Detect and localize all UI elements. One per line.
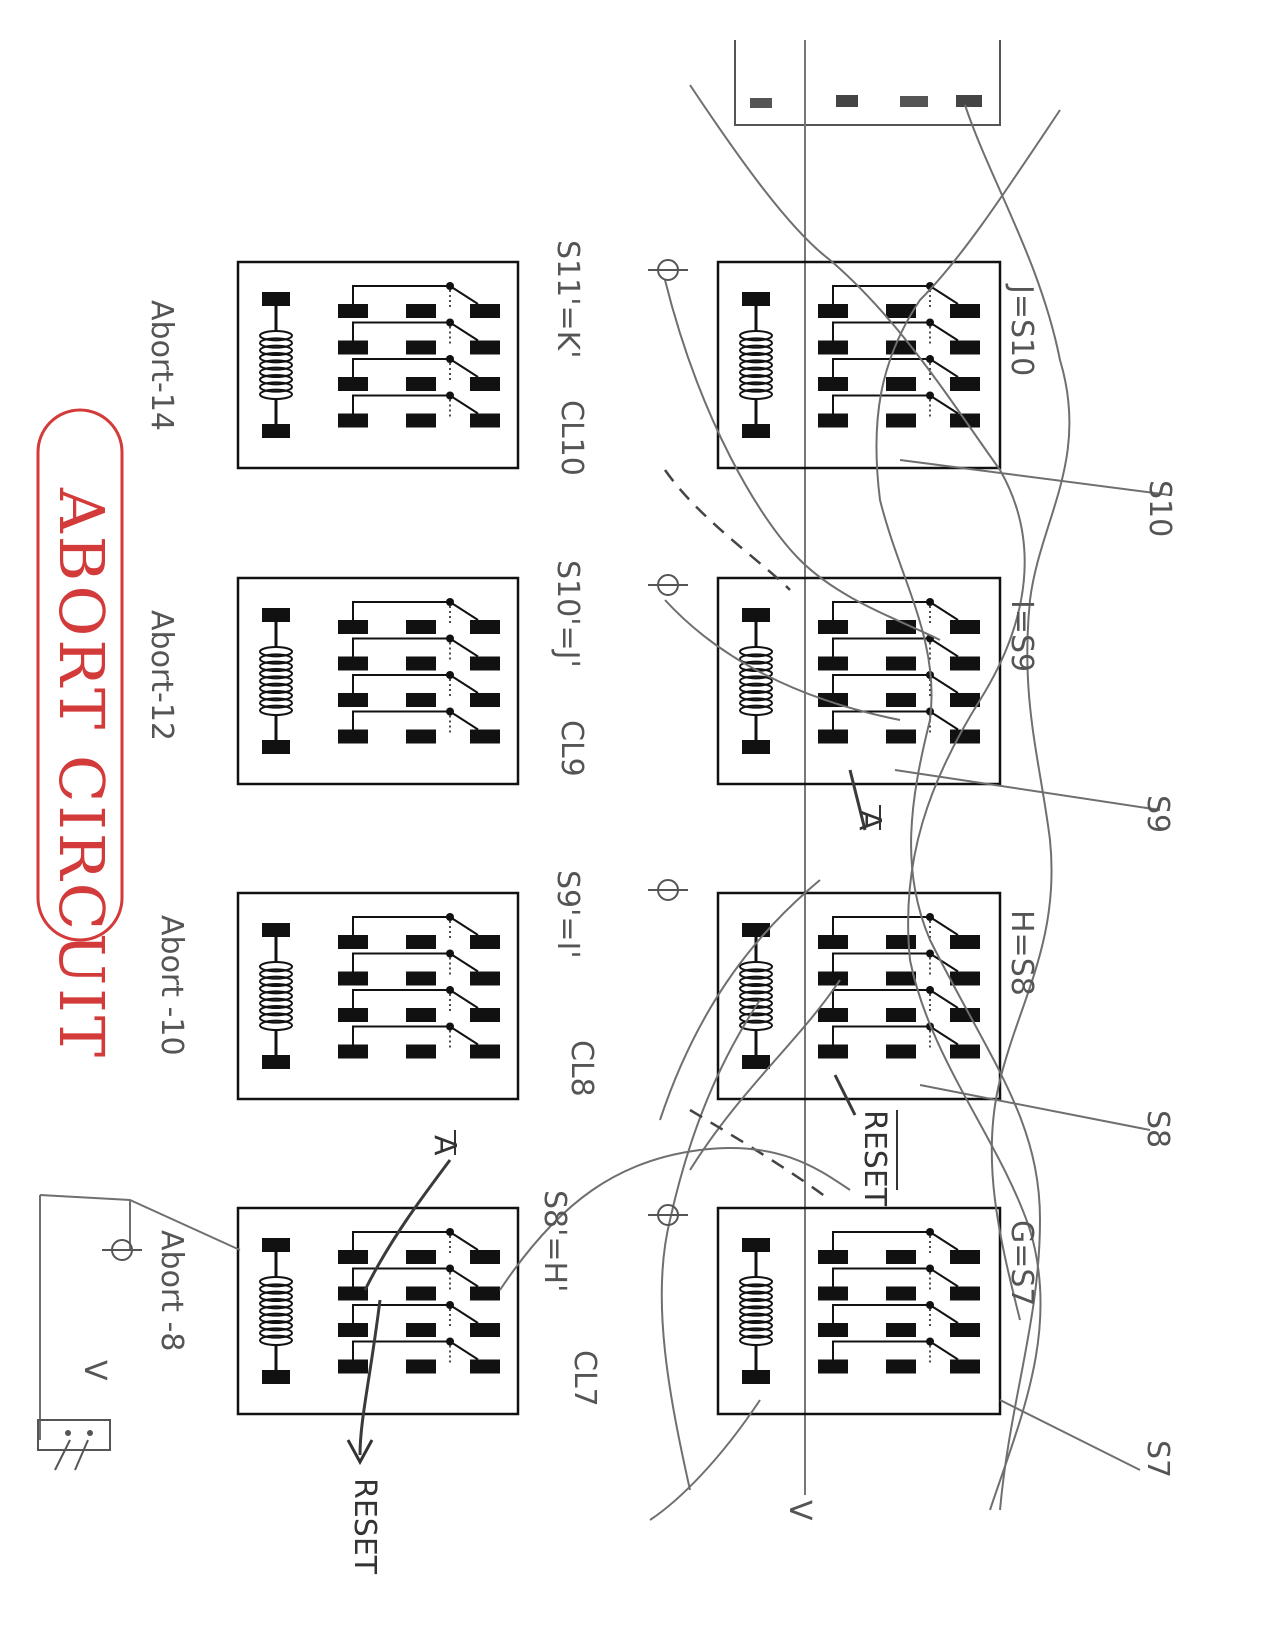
relay-h <box>716 891 1002 1101</box>
pencil-wires <box>39 84 1171 1521</box>
relay-column-bottom <box>236 260 520 1416</box>
switch-contact-icon <box>818 671 980 707</box>
terminal-box <box>37 1419 111 1471</box>
switch-contact-icon <box>338 913 500 949</box>
clock-label-1: CL10 <box>554 400 589 476</box>
relay-i <box>716 576 1002 786</box>
output-label-2: S9 <box>1140 795 1175 833</box>
switch-contact-icon <box>818 1228 980 1264</box>
abar-label-2: A <box>427 1135 462 1156</box>
switch-contact-icon <box>338 707 500 744</box>
switch-contact-icon <box>818 707 980 744</box>
coil-icon <box>259 923 293 1069</box>
clock-label-3: CL8 <box>564 1040 599 1097</box>
switch-contact-icon <box>338 1022 500 1059</box>
switch-contact-icon <box>338 1228 500 1264</box>
input-label-1: S11'=K' <box>550 240 585 359</box>
switch-contact-icon <box>338 1337 500 1374</box>
switch-contact-icon <box>338 949 500 986</box>
relay-j <box>716 260 1002 470</box>
relay-label-g: G=S7 <box>1004 1220 1039 1307</box>
relay-abort-14 <box>236 260 520 470</box>
output-label-1: S10 <box>1142 480 1177 537</box>
switch-contact-icon <box>338 1301 500 1337</box>
relay-labels-bottom: Abort-14 Abort-12 Abort -10 Abort -8 <box>144 300 189 1351</box>
relay-outline <box>716 1206 1002 1416</box>
relay-label-abort-12: Abort-12 <box>144 610 179 741</box>
relay-outline <box>236 260 520 470</box>
diagram-title: ABORT CIRCUIT <box>45 487 118 1060</box>
connector-block <box>734 40 1001 126</box>
coil-icon <box>259 292 293 438</box>
relay-label-j: J=S10 <box>1004 283 1039 376</box>
reset-label-2: RESET <box>347 1478 382 1575</box>
switch-contact-icon <box>338 355 500 391</box>
switch-contact-icon <box>338 282 500 318</box>
relay-abort-12 <box>236 576 520 786</box>
switch-contact-icon <box>818 634 980 671</box>
reset-label-1: RESET <box>857 1110 892 1207</box>
switch-contact-icon <box>818 355 980 391</box>
switch-contact-icon <box>338 318 500 355</box>
relay-label-abort-10: Abort -10 <box>154 915 189 1056</box>
input-label-2: S10'=J' <box>550 560 585 668</box>
clock-label-2: CL9 <box>554 720 589 777</box>
coil-icon <box>739 1238 773 1384</box>
relay-outline <box>236 576 520 786</box>
switch-contact-icon <box>338 986 500 1022</box>
title-block: ABORT CIRCUIT <box>36 408 124 1060</box>
abar-labels: A A <box>427 805 887 1156</box>
switch-contact-icon <box>818 949 980 986</box>
reset-labels: RESET RESET <box>347 1110 898 1575</box>
switch-contact-icon <box>818 282 980 318</box>
switch-contact-icon <box>818 1022 980 1059</box>
relay-labels-top: J=S10 I=S9 H=S8 G=S7 <box>1004 283 1039 1307</box>
switch-contact-icon <box>818 391 980 428</box>
coil-icon <box>259 608 293 754</box>
switch-contact-icon <box>818 1337 980 1374</box>
input-labels: S11'=K' S10'=J' S9'=I' S8'=H' <box>537 240 585 1292</box>
relay-label-i: I=S9 <box>1004 600 1039 672</box>
switch-contact-icon <box>338 391 500 428</box>
relay-column-top <box>716 260 1002 1416</box>
output-label-3: S8 <box>1140 1110 1175 1148</box>
output-label-4: S7 <box>1140 1440 1175 1478</box>
relay-label-abort-8: Abort -8 <box>154 1230 189 1351</box>
relay-abort-8 <box>236 1206 520 1416</box>
switch-contact-icon <box>338 634 500 671</box>
dashed-wires <box>663 469 831 1202</box>
relay-abort-10 <box>236 891 520 1101</box>
relay-outline <box>716 576 1002 786</box>
switch-contact-icon <box>338 671 500 707</box>
relay-outline <box>716 260 1002 470</box>
coil-icon <box>259 1238 293 1384</box>
v-label-1: V <box>782 1500 817 1521</box>
relay-outline <box>236 891 520 1101</box>
coil-icon <box>739 292 773 438</box>
switch-contact-icon <box>818 913 980 949</box>
switch-contact-icon <box>338 1264 500 1301</box>
relay-outline <box>236 1206 520 1416</box>
relay-label-abort-14: Abort-14 <box>144 300 179 431</box>
output-labels: S10 S9 S8 S7 <box>1140 480 1177 1478</box>
switch-contact-icon <box>818 598 980 634</box>
clock-labels: CL10 CL9 CL8 CL7 <box>554 400 602 1407</box>
input-label-3: S9'=I' <box>550 870 585 959</box>
v-labels: V V <box>77 1360 817 1521</box>
switch-contact-icon <box>818 1264 980 1301</box>
v-label-2: V <box>77 1360 112 1381</box>
ground-symbols <box>102 259 688 1261</box>
switch-contact-icon <box>818 1301 980 1337</box>
relay-label-h: H=S8 <box>1004 910 1039 996</box>
coil-icon <box>739 923 773 1069</box>
coil-icon <box>739 608 773 754</box>
abar-label-1: A <box>852 810 887 831</box>
clock-label-4: CL7 <box>567 1350 602 1407</box>
abort-wires <box>346 769 867 1466</box>
input-label-4: S8'=H' <box>537 1190 572 1292</box>
switch-contact-icon <box>338 598 500 634</box>
relay-g <box>716 1206 1002 1416</box>
